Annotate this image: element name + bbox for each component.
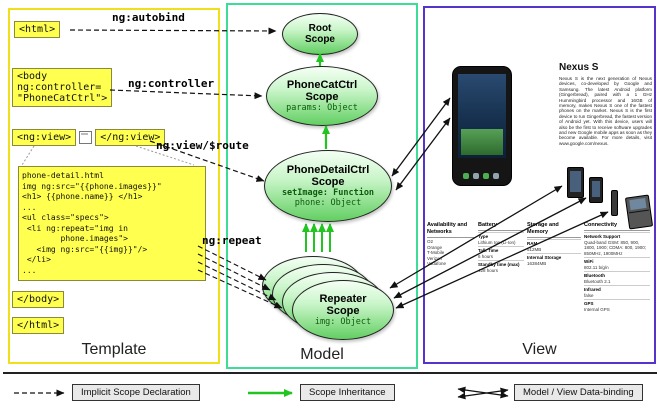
ng-controller-label: ng:controller (128, 77, 215, 90)
spec-label: Standby time (max) (478, 260, 524, 268)
scope-subtitle: Scope (326, 305, 360, 317)
code-line: ... (22, 202, 37, 212)
template-panel-label: Template (81, 341, 147, 358)
thumbnail-hinge (628, 209, 649, 214)
html-open-tag: <html> (14, 21, 61, 38)
scope-property: phone: Object (294, 198, 362, 208)
ng-repeat-label: ng:repeat (202, 234, 262, 247)
scope-subtitle: Scope (304, 34, 335, 45)
repeater-scope-ellipse: Repeater Scope img: Object (292, 280, 394, 340)
ng-autobind-label: ng:autobind (112, 11, 185, 24)
scope-property: setImage: Function (281, 188, 375, 198)
product-title: Nexus S (559, 62, 599, 73)
legend-databinding-arrow-icon (457, 386, 509, 399)
spec-value: Vodafone (427, 261, 447, 266)
spec-column-header: Availability and Networks (427, 222, 475, 238)
spec-label: Network Support (584, 232, 650, 240)
code-line: <h1> {{phone.name}} </h1> (22, 192, 143, 201)
spec-label: Type (478, 232, 524, 240)
legend-implicit-box: Implicit Scope Declaration (72, 384, 200, 401)
spec-label: Internal Storage (527, 253, 581, 261)
spec-value: Internal GPS (584, 306, 610, 312)
spec-value: Bluetooth 2.1 (584, 278, 611, 284)
phone-icon (473, 173, 479, 179)
code-line: <ul class="specs"> (22, 213, 109, 222)
code-line: phone.images"> (22, 234, 128, 243)
model-panel-label: Model (300, 346, 344, 363)
scope-property: params: Object (286, 103, 358, 113)
nexus-phone-image (452, 66, 512, 186)
phone-icon (463, 173, 469, 179)
ng-view-open-tag: <ng:view> (12, 129, 77, 146)
scope-property: img: Object (314, 317, 372, 327)
thumbnail-screen (570, 171, 581, 192)
spec-column-header: Battery (478, 222, 524, 231)
body-open-tag: <body ng:controller= "PhoneCatCtrl"> (12, 68, 113, 107)
spec-label: GPS (584, 299, 650, 307)
phone-thumbnail (589, 177, 603, 203)
spec-value: 16384MB (527, 260, 547, 266)
view-panel-label: View (522, 341, 557, 358)
ng-view-placeholder-icon (79, 131, 93, 144)
spec-value: 428 hours (478, 267, 499, 273)
scope-title: Repeater (319, 293, 367, 305)
code-line: <li ng:repeat="img in (22, 223, 128, 233)
legend-databinding-box: Model / View Data-binding (514, 384, 643, 401)
legend-databinding-arrow-icon (457, 387, 509, 400)
spec-label: WiFi (584, 257, 650, 265)
ng-view-close-tag: </ng:view> (95, 129, 166, 146)
spec-label: Bluetooth (584, 271, 650, 279)
phonedetailctrl-scope-ellipse: PhoneDetailCtrl Scope setImage: Function… (264, 150, 392, 222)
phone-thumbnail (567, 167, 584, 198)
html-close-tag: </html> (12, 317, 65, 334)
code-line: </li> (22, 255, 51, 264)
scope-title: PhoneDetailCtrl (286, 164, 370, 176)
scope-title: Root (308, 23, 332, 34)
thumbnail-screen (629, 198, 647, 211)
spec-label: RAM (527, 239, 581, 247)
phone-dock-icons (463, 172, 501, 180)
phone-thumbnail-side (611, 190, 618, 216)
code-line: img ng:src="{{phone.images}}" (22, 181, 162, 191)
code-line: ... (22, 265, 37, 275)
body-close-tag: </body> (12, 291, 65, 308)
phonecatctrl-scope-ellipse: PhoneCatCtrl Scope params: Object (266, 66, 378, 126)
spec-label: Infrared (584, 285, 650, 293)
scope-subtitle: Scope (311, 176, 345, 188)
spec-value: 6 hours (478, 253, 494, 259)
template-panel: Template (8, 8, 220, 364)
legend-inheritance-box: Scope Inheritance (300, 384, 395, 401)
phone-icon (493, 173, 499, 179)
spec-value: 512MB (527, 246, 542, 252)
phone-screen-wallpaper (461, 129, 503, 155)
spec-label: Talk Time (478, 246, 524, 254)
spec-column-header: Connectivity (584, 222, 650, 231)
spec-value: Quad-band GSM: 850, 900, 1800, 1900; CDM… (584, 239, 647, 256)
spec-value: Lithium Ion (Li-Ion) (478, 239, 516, 245)
spec-value: false (584, 292, 594, 298)
code-line: phone-detail.html (22, 171, 104, 180)
product-description: Nexus S is the next generation of Nexus … (559, 76, 652, 146)
phone-screen (458, 74, 506, 158)
ng-view-tags: <ng:view> </ng:view> (12, 129, 166, 146)
scope-title: PhoneCatCtrl (286, 79, 358, 91)
spec-column-header: Storage and Memory (527, 222, 581, 238)
phone-icon (483, 173, 489, 179)
thumbnail-screen (592, 181, 600, 197)
root-scope-ellipse: Root Scope (282, 13, 358, 55)
ng-view-route-label: ng:view/$route (156, 139, 249, 152)
spec-value: 802.11 b/g/n (584, 264, 609, 270)
scope-subtitle: Scope (305, 91, 339, 103)
code-line: <img ng:src="{{img}}"/> (22, 244, 148, 254)
